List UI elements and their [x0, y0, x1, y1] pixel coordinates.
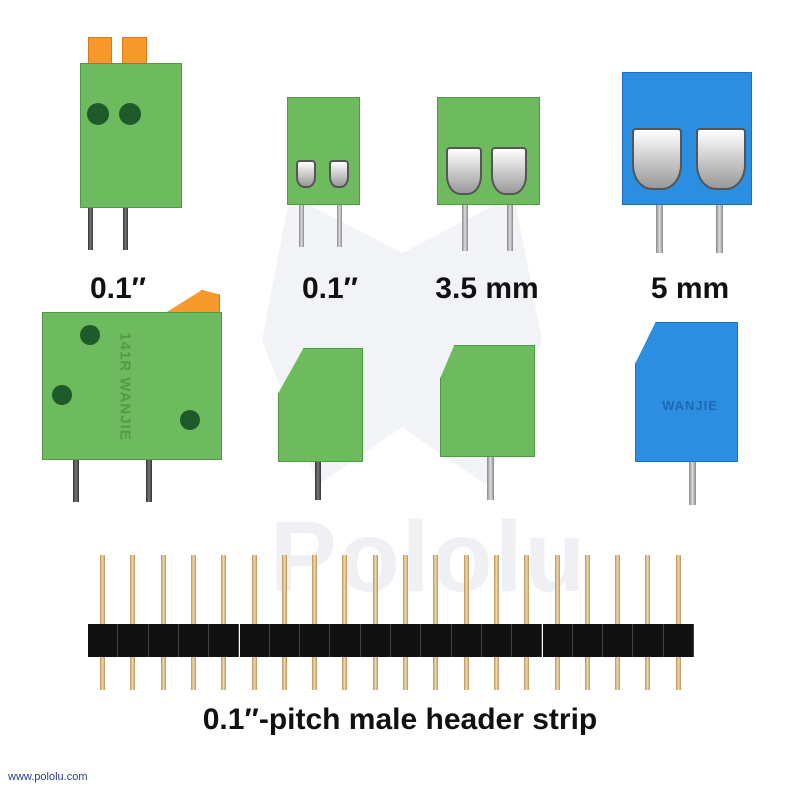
- header-housing-segment: [572, 624, 604, 657]
- header-housing-segment: [663, 624, 694, 657]
- header-pin: [312, 555, 318, 690]
- header-housing-segment: [512, 624, 543, 657]
- header-pin: [554, 555, 560, 690]
- header-pin: [251, 555, 257, 690]
- spring-terminal-marking: 141R WANJIE: [116, 332, 134, 441]
- header-pin: [584, 555, 590, 690]
- label-spring-terminal: 0.1″: [89, 272, 147, 305]
- header-pin: [403, 555, 408, 690]
- header-housing-segment: [118, 624, 149, 657]
- header-housing-segment: [269, 624, 301, 657]
- header-pin: [524, 555, 530, 690]
- watermark-text: Pololu: [270, 501, 588, 613]
- header-housing-segment: [391, 624, 422, 657]
- header-housing-segment: [421, 624, 452, 657]
- label-large-terminal: 5 mm: [650, 272, 730, 305]
- header-housing-segment: [88, 624, 119, 657]
- header-pin: [372, 555, 378, 690]
- header-pin: [100, 555, 105, 690]
- header-pin: [190, 555, 196, 690]
- header-housing-segment: [633, 624, 664, 657]
- header-housing-segment: [148, 624, 179, 657]
- header-pin: [130, 555, 136, 690]
- header-housing-segment: [542, 624, 573, 657]
- website-url: www.pololu.com: [8, 771, 88, 783]
- header-pin: [433, 555, 439, 690]
- label-small-terminal: 0.1″: [301, 272, 359, 305]
- header-housing-segment: [178, 624, 210, 657]
- header-pin: [645, 555, 651, 690]
- label-medium-terminal: 3.5 mm: [435, 272, 539, 305]
- header-pin: [160, 555, 166, 690]
- header-housing-segment: [239, 624, 270, 657]
- header-pin: [463, 555, 469, 690]
- blue-terminal-marking: WANJIE: [662, 398, 718, 413]
- header-housing-segment: [603, 624, 634, 657]
- header-housing-segment: [300, 624, 331, 657]
- header-housing-segment: [360, 624, 391, 657]
- header-housing-segment: [451, 624, 482, 657]
- header-housing-segment: [209, 624, 240, 657]
- header-pin: [615, 555, 621, 690]
- header-housing-segment: [481, 624, 513, 657]
- header-pin: [221, 555, 227, 690]
- header-pin: [493, 555, 499, 690]
- label-header-strip: 0.1″-pitch male header strip: [202, 703, 598, 736]
- header-pin: [675, 555, 681, 690]
- header-pin: [281, 555, 287, 690]
- header-pin: [342, 555, 348, 690]
- header-housing-segment: [330, 624, 361, 657]
